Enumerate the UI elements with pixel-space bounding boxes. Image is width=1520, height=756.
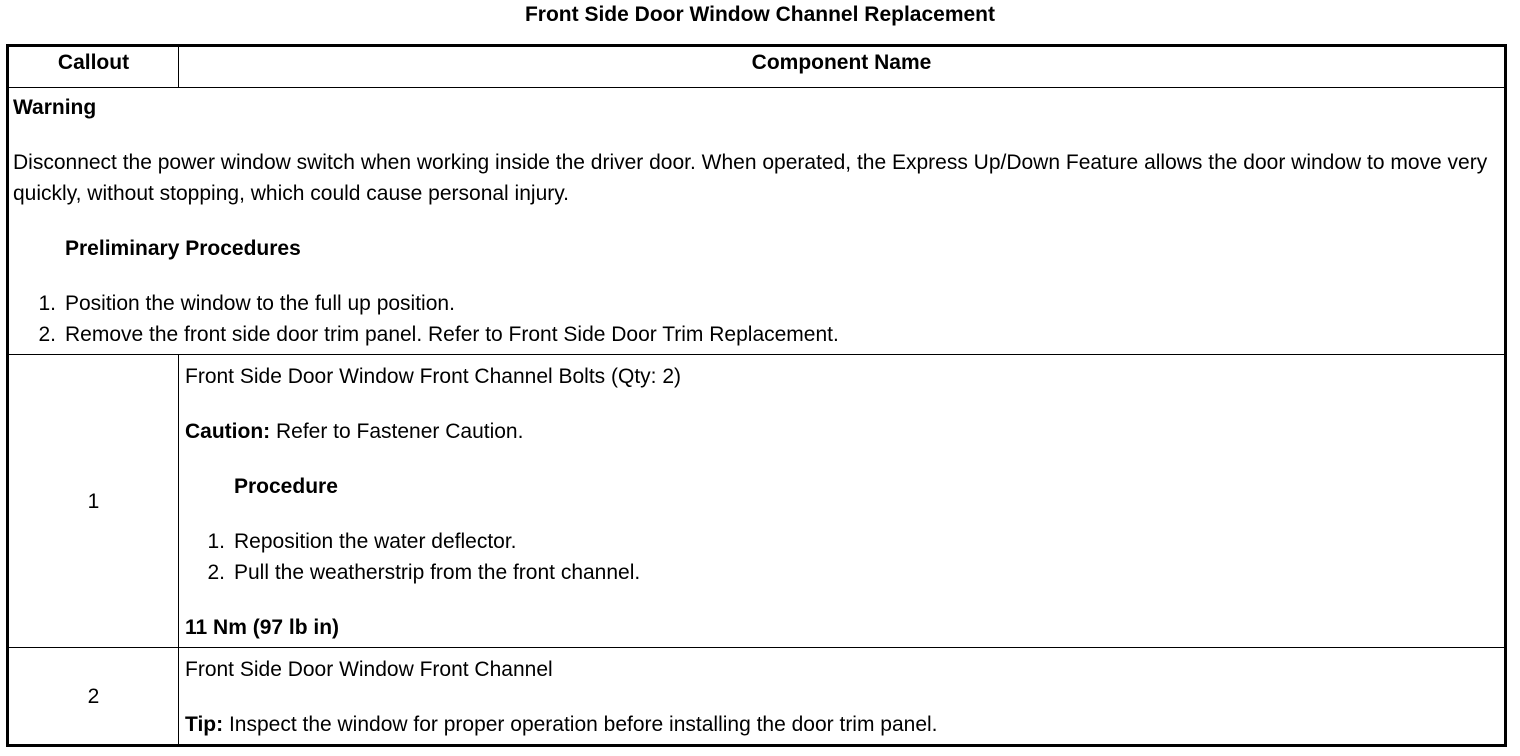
preliminary-procedures-heading: Preliminary Procedures: [65, 237, 301, 260]
component-column-header: Component Name: [178, 45, 1506, 88]
step-text: Position the window to the full up posit…: [65, 292, 455, 315]
preliminary-steps-list: 1. Position the window to the full up po…: [13, 288, 1500, 350]
step-text: Reposition the water deflector.: [234, 530, 517, 553]
tip-text: Inspect the window for proper operation …: [223, 713, 938, 736]
table-header-row: Callout Component Name: [7, 45, 1506, 88]
table-row: 2 Front Side Door Window Front Channel T…: [7, 647, 1506, 746]
caution-text: Refer to Fastener Caution.: [270, 420, 524, 443]
component-name: Front Side Door Window Front Channel: [185, 658, 553, 681]
warning-label: Warning: [13, 96, 97, 119]
step-number: 1.: [207, 530, 225, 553]
procedure-table: Callout Component Name Warning Disconnec…: [6, 44, 1507, 747]
table-row: 1 Front Side Door Window Front Channel B…: [7, 354, 1506, 648]
warning-row: Warning Disconnect the power window swit…: [7, 87, 1506, 355]
tip-line: Tip: Inspect the window for proper opera…: [185, 709, 1498, 740]
component-cell: Front Side Door Window Front Channel Bol…: [178, 354, 1506, 648]
component-name: Front Side Door Window Front Channel Bol…: [185, 365, 682, 388]
page-title: Front Side Door Window Channel Replaceme…: [524, 3, 995, 26]
step-number: 2.: [38, 323, 56, 346]
list-item: 2. Pull the weatherstrip from the front …: [185, 557, 1498, 588]
procedure-steps-list: 1. Reposition the water deflector. 2. Pu…: [185, 526, 1498, 588]
callout-column-header: Callout: [7, 45, 179, 88]
list-item: 1. Position the window to the full up po…: [13, 288, 1500, 319]
procedure-heading: Procedure: [234, 475, 338, 498]
caution-line: Caution: Refer to Fastener Caution.: [185, 416, 1498, 447]
callout-cell: 1: [7, 354, 179, 648]
step-number: 2.: [207, 561, 225, 584]
component-cell: Front Side Door Window Front Channel Tip…: [178, 647, 1506, 746]
caution-label: Caution:: [185, 420, 271, 443]
callout-cell: 2: [7, 647, 179, 746]
list-item: 1. Reposition the water deflector.: [185, 526, 1498, 557]
step-number: 1.: [38, 292, 56, 315]
warning-cell: Warning Disconnect the power window swit…: [7, 87, 1506, 355]
step-text: Pull the weatherstrip from the front cha…: [234, 561, 641, 584]
torque-spec: 11 Nm (97 lb in): [185, 616, 340, 639]
step-text: Remove the front side door trim panel. R…: [65, 323, 839, 346]
tip-label: Tip:: [185, 713, 224, 736]
warning-text: Disconnect the power window switch when …: [13, 151, 1488, 205]
list-item: 2. Remove the front side door trim panel…: [13, 319, 1500, 350]
